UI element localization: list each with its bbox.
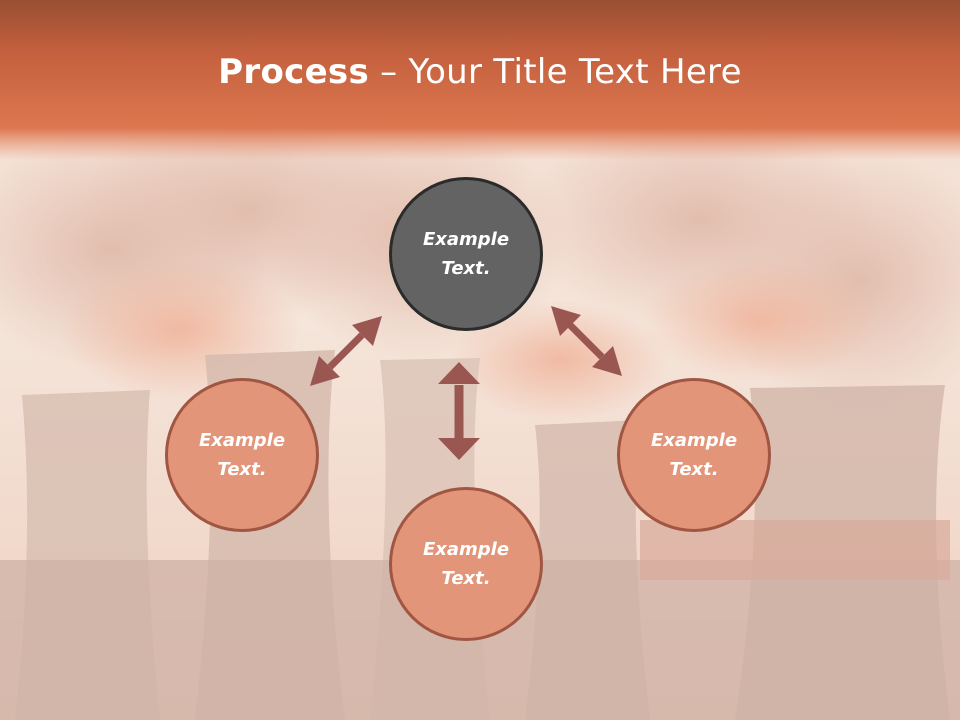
node-right: Example Text. (617, 378, 771, 532)
title-dash: – (369, 52, 409, 92)
slide-title: Process – Your Title Text Here (0, 52, 960, 92)
node-right-text: Example Text. (650, 430, 738, 480)
title-rest: Your Title Text Here (408, 52, 742, 92)
node-top-text: Example Text. (422, 229, 510, 279)
node-left-text: Example Text. (198, 430, 286, 480)
node-bottom: Example Text. (389, 487, 543, 641)
node-left: Example Text. (165, 378, 319, 532)
node-bottom-text: Example Text. (422, 539, 510, 589)
node-top: Example Text. (389, 177, 543, 331)
title-bold: Process (218, 52, 370, 92)
